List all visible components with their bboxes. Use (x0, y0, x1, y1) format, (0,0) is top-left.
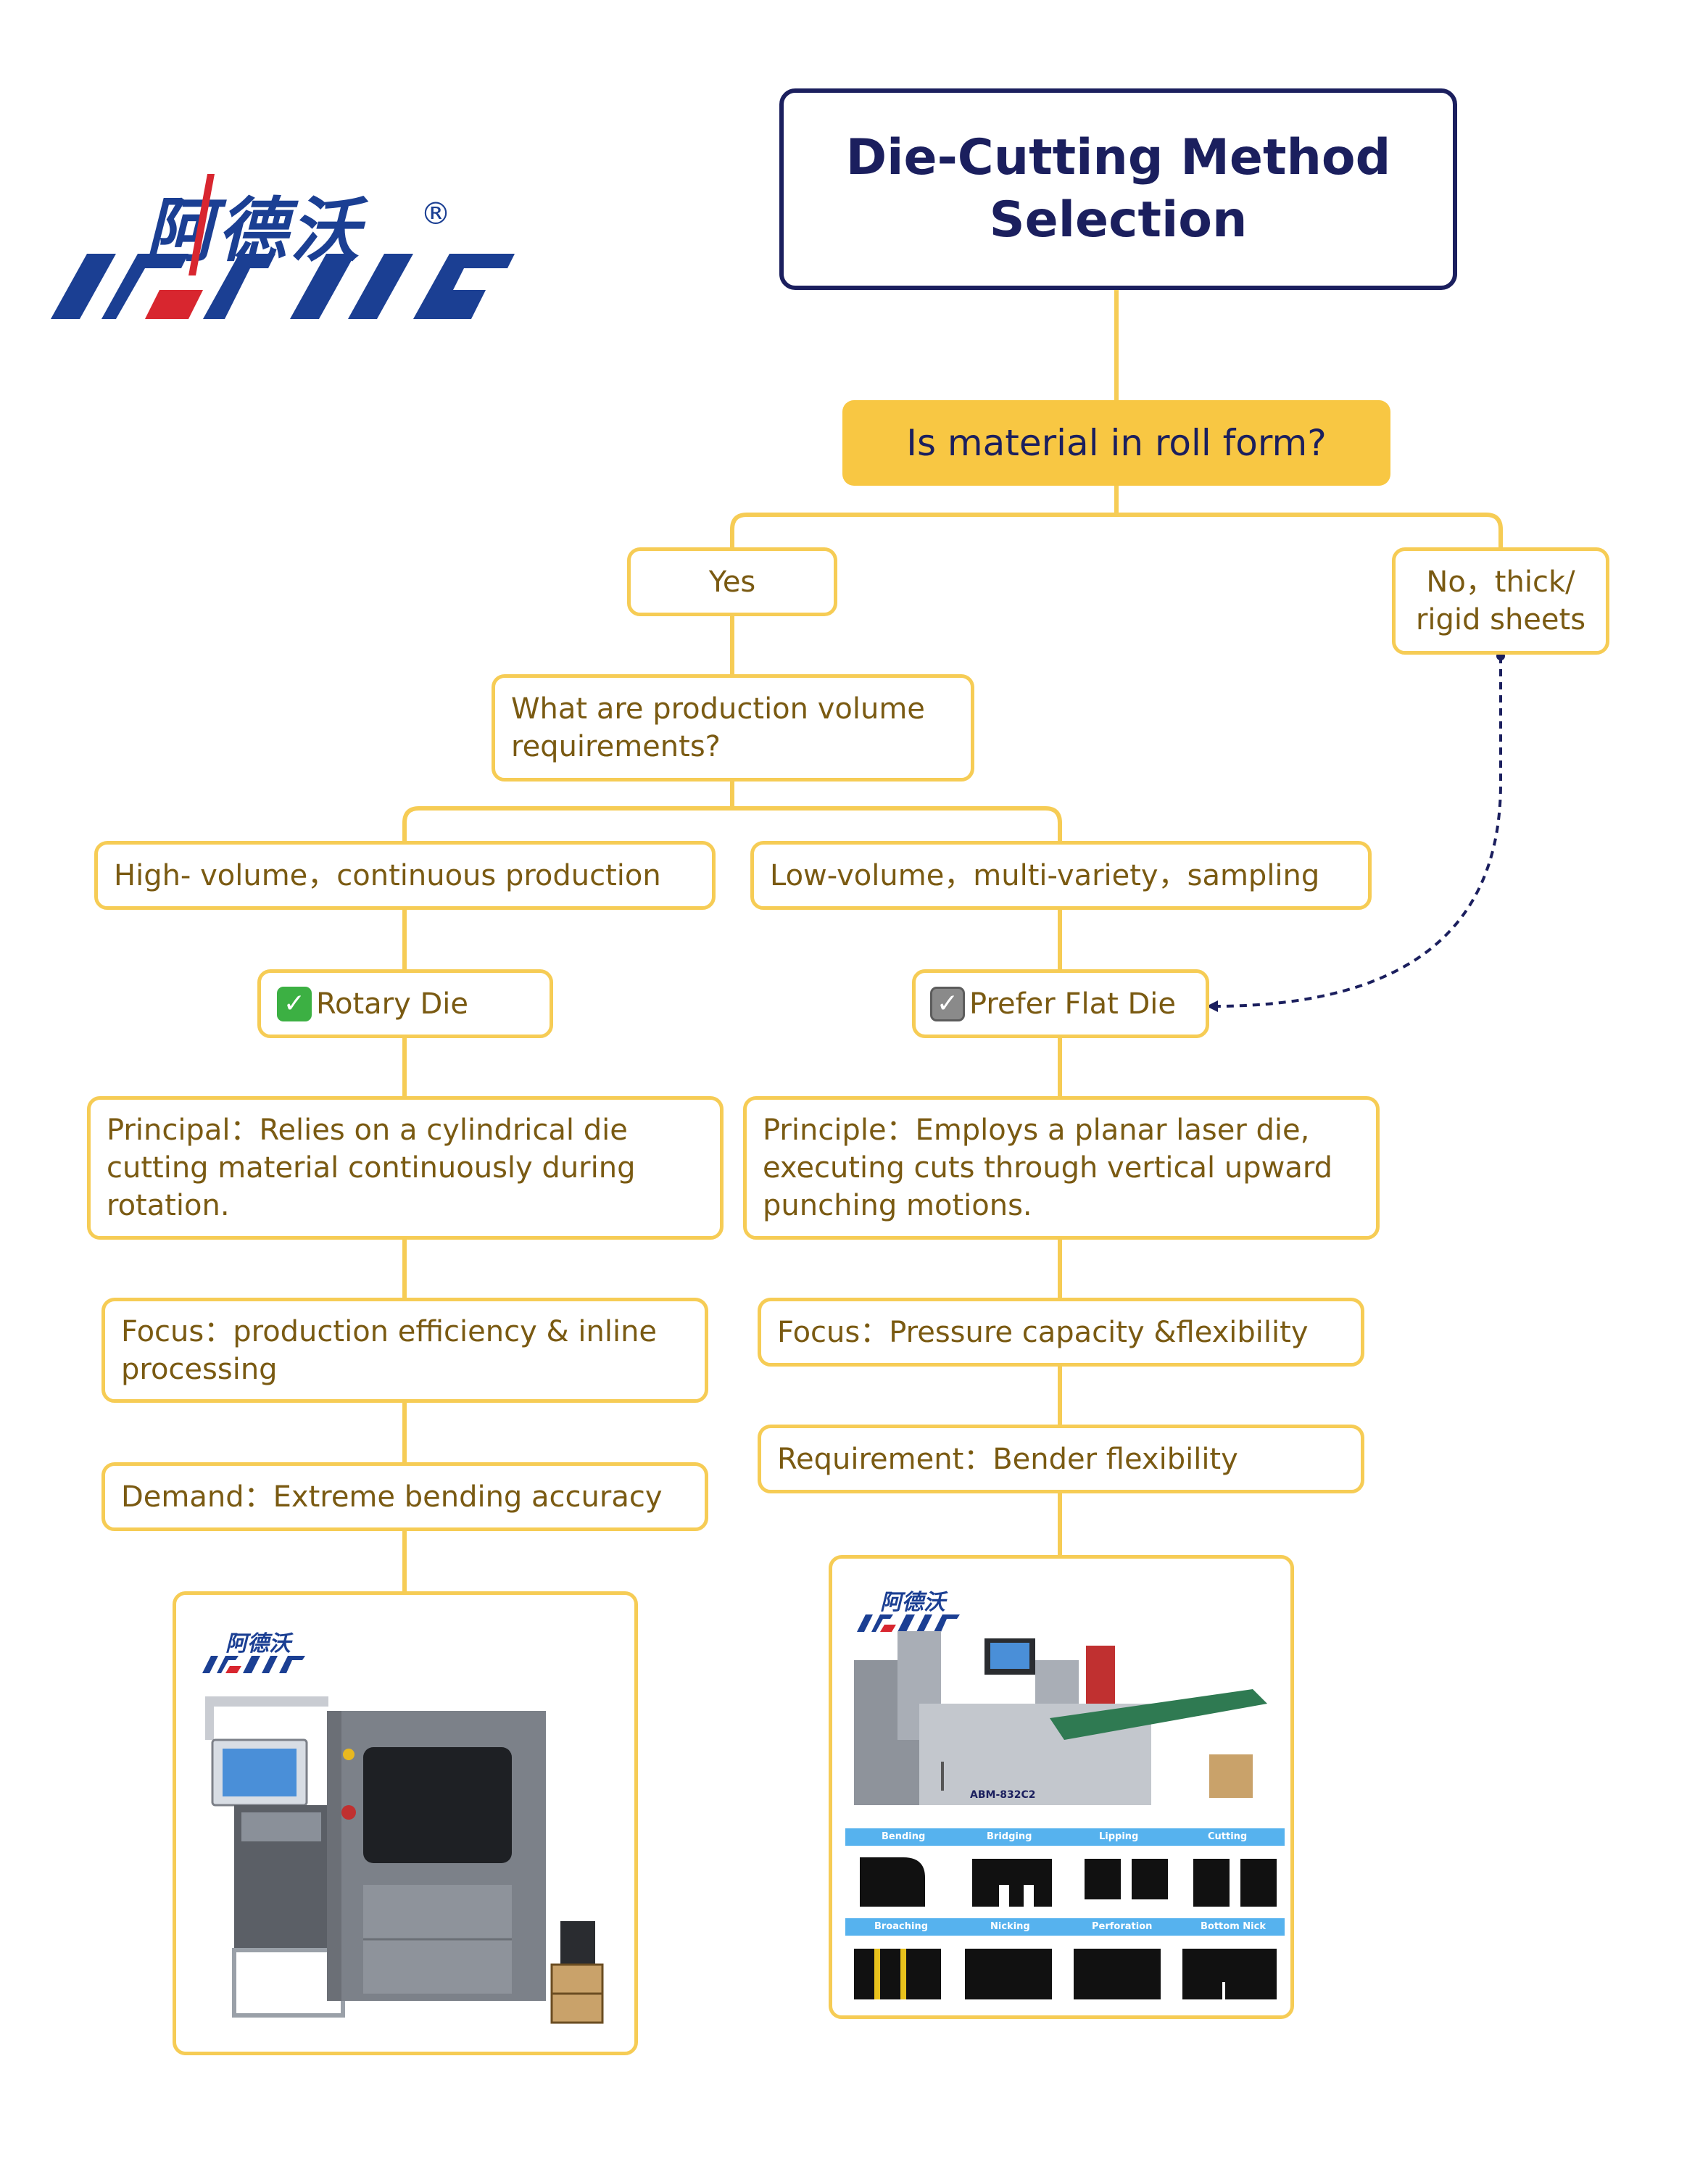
roll-form-question: Is material in roll form? (842, 400, 1390, 486)
strip-label-perforation: Perforation (1092, 1921, 1153, 1932)
flat-principle-line-1: Principle：Employs a planar laser die, (763, 1114, 1310, 1147)
rotary-focus-line-2: processing (121, 1352, 278, 1386)
flat-machine-model: ABM-832C2 (970, 1789, 1036, 1801)
title-line-1: Die-Cutting Method (845, 129, 1391, 186)
process-strip-1: Bending Bridging Lipping Cutting (845, 1828, 1285, 1846)
low-volume-node: Low-volume，multi-variety，sampling (750, 841, 1372, 910)
brand-logo-flag (188, 174, 215, 275)
photo-brand-cn: 阿德沃 (225, 1631, 291, 1657)
flat-requirement-node: Requirement：Bender flexibility (758, 1425, 1364, 1493)
strip-label-bending: Bending (882, 1831, 926, 1842)
strip-label-broaching: Broaching (874, 1921, 929, 1932)
volume-question-line-1: What are production volume (511, 692, 925, 726)
process-samples-1 (860, 1857, 1277, 1907)
branch-yes-label: Yes (708, 565, 756, 599)
branch-no-line-2: rigid sheets (1415, 603, 1586, 637)
process-samples-2 (854, 1949, 1277, 1999)
title-line-2: Selection (989, 191, 1248, 249)
photo-brand-mark-right (857, 1614, 960, 1632)
photo-brand-cn-right: 阿德沃 (880, 1590, 945, 1615)
low-volume-label: Low-volume，multi-variety，sampling (770, 858, 1320, 892)
strip-label-bridging: Bridging (987, 1831, 1032, 1842)
rotary-principle-node: Principal：Relies on a cylindrical die cu… (87, 1096, 724, 1240)
photo-brand-logo-right: 阿德沃 (854, 1584, 963, 1633)
flat-principle-line-2: executing cuts through vertical upward (763, 1151, 1332, 1185)
volume-question-line-2: requirements? (511, 730, 721, 763)
flat-machine-photo: 阿德沃 ABM-832C2 Bending Bridging Lipping C… (829, 1555, 1294, 2019)
flat-principle-node: Principle：Employs a planar laser die, ex… (743, 1096, 1380, 1240)
branch-yes: Yes (627, 547, 837, 616)
high-volume-label: High- volume，continuous production (114, 858, 661, 892)
strip-label-lipping: Lipping (1099, 1831, 1139, 1842)
branch-no: No，thick/ rigid sheets (1392, 547, 1609, 655)
rotary-die-node: ✓ Rotary Die (257, 969, 553, 1038)
gray-checkmark-icon: ✓ (930, 986, 965, 1021)
flat-die-node: ✓ Prefer Flat Die (912, 969, 1209, 1038)
diagram-title: Die-Cutting Method Selection (779, 88, 1457, 290)
rotary-machine-photo: 阿德沃 (173, 1591, 638, 2055)
strip-label-bottom-nick: Bottom Nick (1201, 1921, 1266, 1932)
rotary-demand-node: Demand：Extreme bending accuracy (101, 1462, 708, 1531)
brand-logo-reg: ® (420, 196, 451, 231)
photo-brand-mark (202, 1656, 305, 1673)
rotary-principle-line-1: Principal：Relies on a cylindrical die (107, 1114, 628, 1147)
rotary-machine-illustration (205, 1696, 604, 2024)
rotary-focus-node: Focus：production efficiency & inline pro… (101, 1298, 708, 1403)
process-strip-2: Broaching Nicking Perforation Bottom Nic… (845, 1918, 1285, 1936)
flat-requirement-label: Requirement：Bender flexibility (777, 1442, 1238, 1476)
branch-no-line-1: No，thick/ (1426, 565, 1575, 599)
strip-label-cutting: Cutting (1208, 1831, 1248, 1842)
rotary-principle-line-2: cutting material continuously during (107, 1151, 636, 1185)
rotary-principle-line-3: rotation. (107, 1189, 230, 1222)
dashed-arrow (1217, 656, 1502, 1008)
photo-brand-logo: 阿德沃 (199, 1625, 308, 1675)
rotary-die-label: Rotary Die (316, 987, 469, 1021)
roll-form-question-text: Is material in roll form? (906, 422, 1327, 464)
flat-principle-line-3: punching motions. (763, 1189, 1032, 1222)
brand-logo: 阿德沃 ® (36, 174, 529, 326)
green-checkmark-icon: ✓ (277, 986, 312, 1021)
brand-logo-mark (51, 254, 515, 319)
flat-die-label: Prefer Flat Die (969, 987, 1176, 1021)
flat-machine-illustration (854, 1631, 1267, 1805)
high-volume-node: High- volume，continuous production (94, 841, 716, 910)
flat-focus-label: Focus：Pressure capacity &flexibility (777, 1315, 1309, 1349)
flat-focus-node: Focus：Pressure capacity &flexibility (758, 1298, 1364, 1367)
rotary-focus-line-1: Focus：production efficiency & inline (121, 1314, 658, 1348)
volume-question: What are production volume requirements? (492, 674, 974, 782)
strip-label-nicking: Nicking (990, 1921, 1030, 1932)
rotary-demand-label: Demand：Extreme bending accuracy (121, 1480, 663, 1514)
